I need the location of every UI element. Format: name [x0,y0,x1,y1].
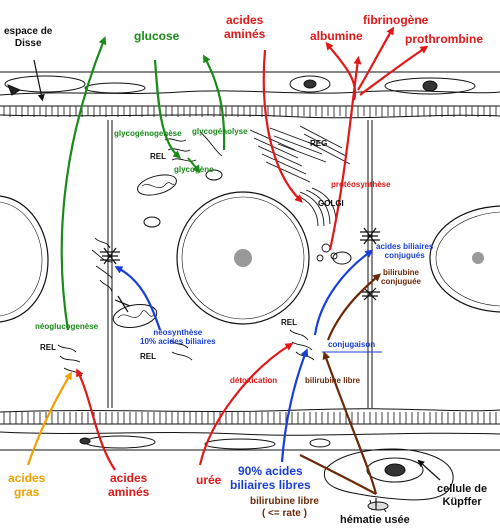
label-rel-middle: REL [140,352,156,361]
label-glucose: glucose [134,29,180,43]
label-reg: REG [310,139,328,148]
arrow-neosynthese [114,266,162,331]
arrow-bilirubine-conjuguee [326,273,382,341]
arrow-acides-biliaires-libres [280,348,309,463]
arrow-prothrombine [359,45,429,96]
arrow-acides-amines-in [262,49,303,203]
label-glycogenogenese: glycogénogenèse [114,129,182,138]
cell-membranes [107,120,373,408]
label-albumine: albumine [310,29,363,43]
label-bilirubine-libre-bottom: bilirubine libre( <= rate ) [250,496,319,519]
arrow-uree [198,342,294,466]
reticulum [57,125,351,377]
label-bilirubine-libre-inner: bilirubine libre [305,376,361,385]
label-rel-top: REL [150,152,166,161]
label-rel-center: REL [281,318,297,327]
nuclei [0,191,500,325]
arrow-acides-gras [26,371,73,466]
label-hematie-usee: hématie usée [340,514,410,526]
label-glycogenolyse: glycogénolyse [192,127,248,136]
label-neoglucogenese: néoglucogenèse [35,322,99,331]
label-proteosynthese: protéosynthèse [331,180,391,189]
top-microvilli [3,106,497,117]
bottom-microvilli [3,412,497,424]
arrow-bilirubine-out [299,454,377,495]
arrow-fibrinogene [357,26,395,91]
label-rel-left: REL [40,343,56,352]
pointer-espace-disse [33,59,45,102]
arrow-bilirubine-libre-in [322,351,378,495]
arrow-neoglucogenese-glucose [60,36,107,331]
mitochondria [112,169,352,328]
label-golgi: GOLGI [318,199,344,208]
arrow-glycogenolyse-out [203,54,226,151]
label-detoxication: détoxication [230,376,278,385]
arrow-acides-biliaires-conjugues [313,249,374,336]
arrow-glucose-in [153,59,181,159]
label-glycogene: glycogène [174,165,214,174]
arrow-glycogene-short [187,157,201,174]
arrow-acides-amines-bottom-left [76,368,116,471]
label-uree: urée [196,473,222,487]
kupffer-cell [323,448,454,513]
arrow-proteosynthese-out [328,56,362,251]
label-prothrombine: prothrombine [405,32,483,46]
arrow-albumine [325,41,357,101]
desmosomes [100,227,380,313]
label-fibrinogene: fibrinogène [363,13,429,27]
label-conjugaison: conjugaison [328,340,376,349]
pointer-kupffer [417,459,441,481]
